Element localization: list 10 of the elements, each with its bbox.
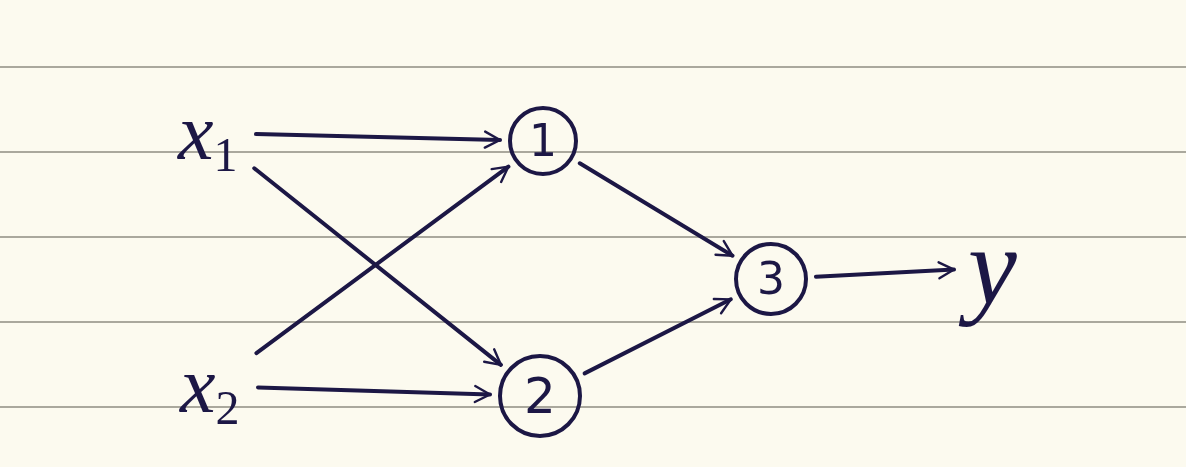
arrow — [254, 130, 502, 149]
neuron-circle: 1 — [508, 106, 578, 176]
variable-label: x$_{2}$ — [174, 333, 250, 440]
arrow — [813, 261, 956, 280]
arrow — [577, 161, 735, 258]
arrow — [256, 384, 492, 404]
arrow — [582, 297, 733, 376]
neuron-circle: 2 — [498, 354, 582, 438]
neuron-circle: 3 — [734, 242, 808, 316]
variable-label: x$_{1}$ — [172, 80, 248, 187]
